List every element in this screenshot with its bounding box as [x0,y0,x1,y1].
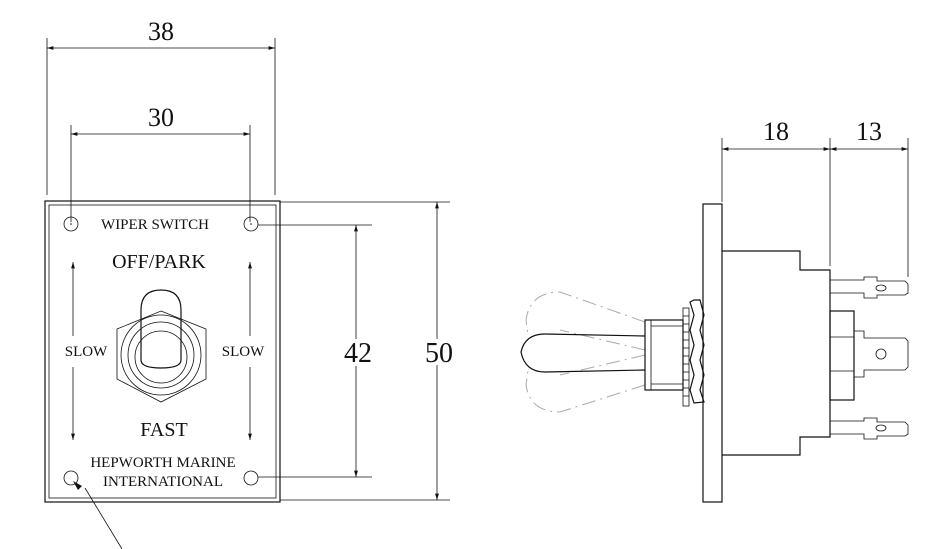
dimension-terminal-length: 13 [830,117,909,277]
dim-30: 30 [148,103,174,132]
label-slow-left: SLOW [65,344,108,360]
dimension-body-depth: 18 [721,117,831,266]
toggle-lever-icon [116,289,207,403]
ghost-lever-positions [525,291,646,413]
leader-line [84,487,123,549]
dim-13: 13 [856,117,882,146]
dimension-width-holes: 30 [70,103,251,222]
terminal-bottom [830,417,909,440]
dim-38: 38 [148,17,174,46]
maker-line-2: INTERNATIONAL [103,474,223,490]
direction-arrows-icon [71,262,252,440]
mounting-hole-icon [63,216,259,486]
panel-title: WIPER SWITCH [101,217,209,233]
terminal-middle [854,330,909,378]
dimension-height-outer: 50 [280,201,457,501]
dim-18: 18 [763,117,789,146]
label-slow-right: SLOW [222,344,265,360]
dimension-width-outer: 38 [46,17,276,195]
dim-42: 42 [344,338,372,369]
terminal-top [830,276,909,299]
front-panel: WIPER SWITCH OFF/PARK SLOW SLOW FAST HEP… [44,200,281,549]
dimension-height-holes: 42 [258,224,376,478]
maker-line-1: HEPWORTH MARINE [90,455,235,471]
side-view [520,203,909,503]
dim-50: 50 [425,338,453,369]
label-fast: FAST [140,419,187,441]
label-off-park: OFF/PARK [112,251,206,273]
